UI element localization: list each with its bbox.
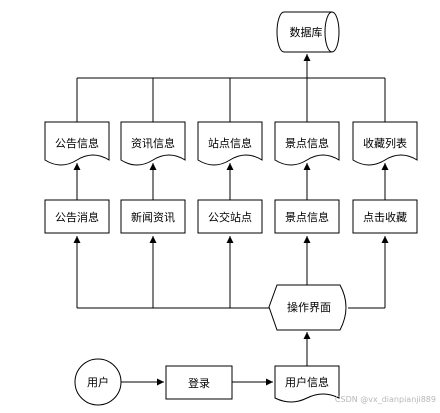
user-node: 用户 xyxy=(74,358,122,406)
module-jingdian: 景点信息 xyxy=(274,199,340,234)
userinfo-node: 用户信息 xyxy=(274,365,340,403)
interface-bus xyxy=(73,236,389,309)
database-label: 数据库 xyxy=(290,25,323,39)
store-connectors xyxy=(76,78,386,122)
userinfo-label: 用户信息 xyxy=(285,375,329,389)
login-label: 登录 xyxy=(188,376,210,390)
interface-node: 操作界面 xyxy=(268,284,347,331)
database-node: 数据库 xyxy=(276,11,340,53)
store-jingdian: 景点信息 xyxy=(274,121,340,166)
store-label: 收藏列表 xyxy=(363,136,407,150)
module-label: 公告消息 xyxy=(55,210,99,224)
watermark: CSDN @vx_dianpianji889 xyxy=(335,395,436,404)
store-gonggao: 公告信息 xyxy=(44,121,110,166)
module-label: 新闻资讯 xyxy=(131,210,175,224)
user-label: 用户 xyxy=(87,375,109,389)
module-gongjiao: 公交站点 xyxy=(197,199,263,234)
module-dianji: 点击收藏 xyxy=(352,199,418,234)
module-to-store-arrows xyxy=(73,163,389,200)
module-gonggao: 公告消息 xyxy=(44,199,110,234)
module-label: 景点信息 xyxy=(285,210,329,224)
interface-label: 操作界面 xyxy=(287,300,331,314)
store-shoucang: 收藏列表 xyxy=(352,121,418,166)
store-label: 资讯信息 xyxy=(131,136,175,150)
login-node: 登录 xyxy=(165,365,233,400)
store-label: 站点信息 xyxy=(208,136,252,150)
module-label: 点击收藏 xyxy=(363,210,407,224)
store-label: 公告信息 xyxy=(55,136,99,150)
module-label: 公交站点 xyxy=(208,210,252,224)
module-xinwen: 新闻资讯 xyxy=(120,199,186,234)
store-zhandian: 站点信息 xyxy=(197,121,263,166)
store-label: 景点信息 xyxy=(285,136,329,150)
store-zixun: 资讯信息 xyxy=(120,121,186,166)
